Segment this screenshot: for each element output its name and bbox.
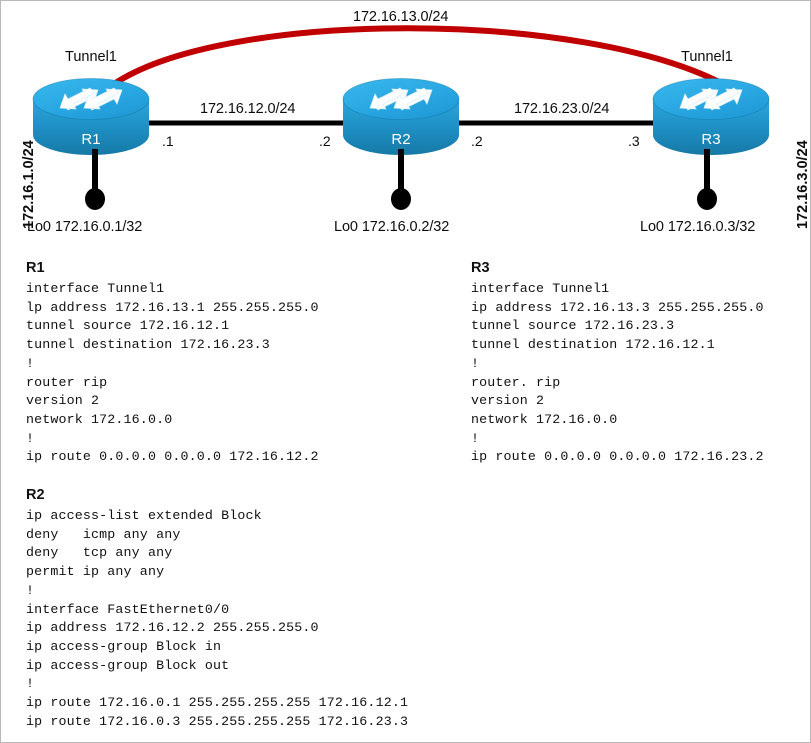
loopback-label-r2: Lo0 172.16.0.2/32 — [334, 219, 450, 235]
loopback-label-r3: Lo0 172.16.0.3/32 — [640, 219, 756, 235]
config-line: version 2 — [471, 393, 545, 409]
interface-label-r3-left: .3 — [628, 133, 640, 149]
config-line: tunnel destination 172.16.23.3 — [26, 337, 270, 353]
config-line: deny tcp any any — [26, 545, 173, 561]
topology-graphics — [32, 25, 770, 210]
config-line: tunnel source 172.16.23.3 — [471, 318, 675, 334]
config-line: permit ip any any — [26, 564, 165, 580]
interface-label-r2-right: .2 — [471, 133, 483, 149]
config-line: ip access-list extended Block — [26, 508, 262, 523]
loopback-label-r1: Lo0 172.16.0.1/32 — [27, 219, 143, 235]
config-line: version 2 — [26, 393, 100, 409]
loopback-stubs — [85, 149, 717, 210]
router-label-r1: R1 — [81, 131, 101, 148]
router-r3 — [652, 78, 770, 155]
interface-label-r1-right: .1 — [162, 133, 174, 149]
config-line: ! — [26, 430, 35, 446]
config-line: router rip — [26, 374, 108, 390]
config-line: ! — [471, 355, 480, 371]
config-line: interface Tunnel1 — [26, 281, 165, 296]
config-title-r3: R3 — [471, 260, 490, 276]
config-line: network 172.16.0.0 — [26, 411, 173, 427]
tunnel1-label-left: Tunnel1 — [65, 49, 117, 65]
router-r1 — [32, 78, 150, 155]
config-line: network 172.16.0.0 — [471, 411, 618, 427]
config-block-r3: R3 interface Tunnel1 ip address 172.16.1… — [471, 259, 810, 467]
config-line: interface Tunnel1 — [471, 281, 610, 296]
tunnel-arc — [114, 25, 726, 87]
link-label-r1-r2: 172.16.12.0/24 — [200, 101, 296, 117]
router-label-r3: R3 — [701, 131, 721, 148]
tunnel-network-label: 172.16.13.0/24 — [353, 9, 449, 25]
config-block-r2: R2 ip access-list extended Block deny ic… — [26, 486, 456, 731]
config-line: ip access-group Block in — [26, 638, 222, 654]
config-line: ip route 172.16.0.1 255.255.255.255 172.… — [26, 695, 409, 711]
interface-label-r2-left: .2 — [319, 133, 331, 149]
router-label-r2: R2 — [391, 131, 411, 148]
config-line: interface FastEthernet0/0 — [26, 601, 230, 617]
config-line: ! — [26, 676, 35, 692]
config-title-r2: R2 — [26, 487, 45, 503]
configuration-area: R1 interface Tunnel1 lp address 172.16.1… — [1, 251, 810, 742]
config-line: ip route 172.16.0.3 255.255.255.255 172.… — [26, 713, 409, 729]
router-r2 — [342, 78, 460, 155]
config-line: ip route 0.0.0.0 0.0.0.0 172.16.12.2 — [26, 449, 319, 465]
config-line: tunnel destination 172.16.12.1 — [471, 337, 715, 353]
config-line: deny icmp any any — [26, 526, 181, 542]
config-line: ! — [26, 355, 35, 371]
config-line: ip address 172.16.13.3 255.255.255.0 — [471, 299, 764, 315]
config-line: ! — [26, 582, 35, 598]
side-network-label-right: 172.16.3.0/24 — [795, 140, 811, 229]
config-block-r1: R1 interface Tunnel1 lp address 172.16.1… — [26, 259, 406, 467]
config-line: ! — [471, 430, 480, 446]
config-line: router. rip — [471, 374, 561, 390]
config-line: tunnel source 172.16.12.1 — [26, 318, 230, 334]
config-line: lp address 172.16.13.1 255.255.255.0 — [26, 299, 319, 315]
config-line: ip address 172.16.12.2 255.255.255.0 — [26, 620, 319, 636]
config-line: ip route 0.0.0.0 0.0.0.0 172.16.23.2 — [471, 449, 764, 465]
tunnel1-label-right: Tunnel1 — [681, 49, 733, 65]
topology-area: 172.16.13.0/24 Tunnel1 Tunnel1 172.16.12… — [1, 1, 811, 251]
side-network-label-left: 172.16.1.0/24 — [21, 140, 37, 229]
config-line: ip access-group Block out — [26, 657, 230, 673]
config-title-r1: R1 — [26, 260, 45, 276]
link-label-r2-r3: 172.16.23.0/24 — [514, 101, 610, 117]
